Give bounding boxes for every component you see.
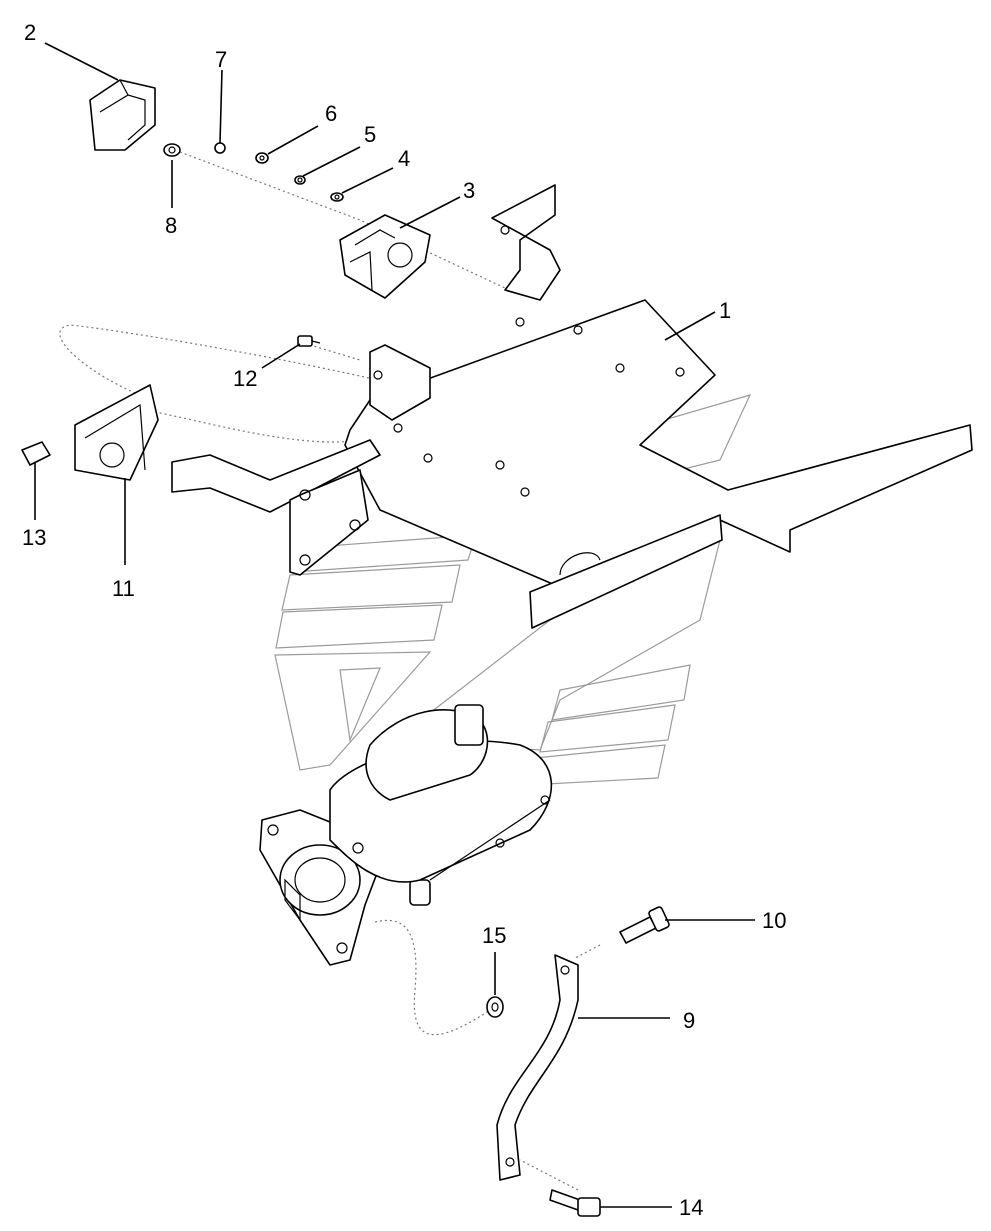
starter-motor [259,704,553,966]
callout-9: 9 [683,1008,695,1033]
callout-8: 8 [165,213,177,238]
mounting-bracket-part-1 [171,184,973,629]
callout-7: 7 [215,47,227,72]
assembly-guide-lines [59,151,601,1191]
connector-bracket-part-11 [74,384,159,481]
leader-lines [34,42,755,1208]
callout-3: 3 [463,178,475,203]
callout-10: 10 [762,908,786,933]
washer-part-15 [486,996,504,1018]
bolt-part-10 [619,906,670,944]
callout-11: 11 [112,576,135,601]
callout-2: 2 [24,20,36,45]
callout-4: 4 [398,146,410,171]
callout-14: 14 [679,1195,703,1220]
callout-13: 13 [22,525,46,550]
callout-1: 1 [719,298,731,323]
callout-12: 12 [233,366,257,391]
hardware-small [163,142,344,347]
callout-6: 6 [325,101,337,126]
cover-part-2 [89,79,156,151]
relay-part-3 [339,214,431,299]
bolt-part-14 [549,1189,601,1217]
clip-part-13 [21,441,51,466]
ground-strap-part-9 [496,954,579,1181]
callout-5: 5 [364,122,376,147]
callout-15: 15 [482,923,506,948]
callout-labels: 1 2 3 4 5 6 7 8 9 10 11 12 13 14 15 [22,20,786,1220]
